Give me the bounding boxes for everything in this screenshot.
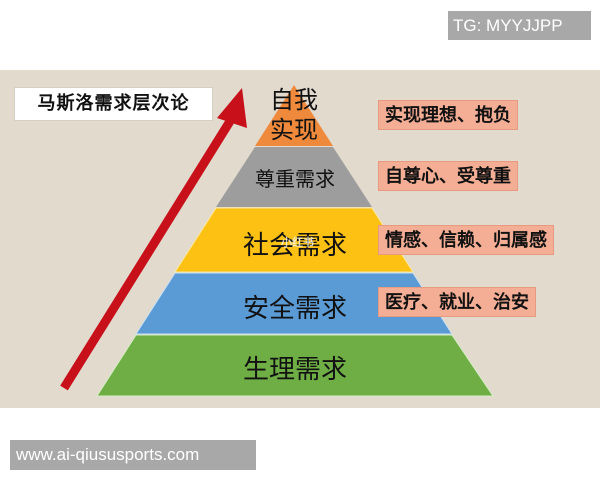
tier-esteem: [216, 147, 372, 207]
watermark-tg-badge: TG: MYYJJPP: [448, 11, 591, 40]
watermark-url-badge: www.ai-qiususports.com: [10, 440, 256, 470]
tier-self-actualization: [255, 85, 333, 146]
tier-label-physiological: 生理需求: [242, 355, 347, 385]
tier-label-self-actualization-1: 自我: [270, 86, 318, 114]
tier-label-social: 社会需求: [242, 231, 347, 261]
tier-label-self-actualization-2: 实现: [270, 116, 318, 144]
upward-arrow-icon: [60, 88, 247, 391]
tier-label-esteem: 尊重需求: [255, 167, 335, 191]
tier-label-safety: 安全需求: [242, 294, 347, 324]
watermark-center: 小红书: [281, 236, 314, 249]
desc-safety: 医疗、就业、治安: [378, 287, 536, 317]
tier-physiological: [96, 334, 494, 397]
desc-social: 情感、信赖、归属感: [378, 225, 554, 255]
desc-self-actualization: 实现理想、抱负: [378, 100, 518, 130]
desc-esteem: 自尊心、受尊重: [378, 161, 518, 191]
tier-safety: [135, 272, 453, 335]
diagram-title: 马斯洛需求层次论: [14, 87, 213, 121]
tier-social: [174, 207, 414, 273]
